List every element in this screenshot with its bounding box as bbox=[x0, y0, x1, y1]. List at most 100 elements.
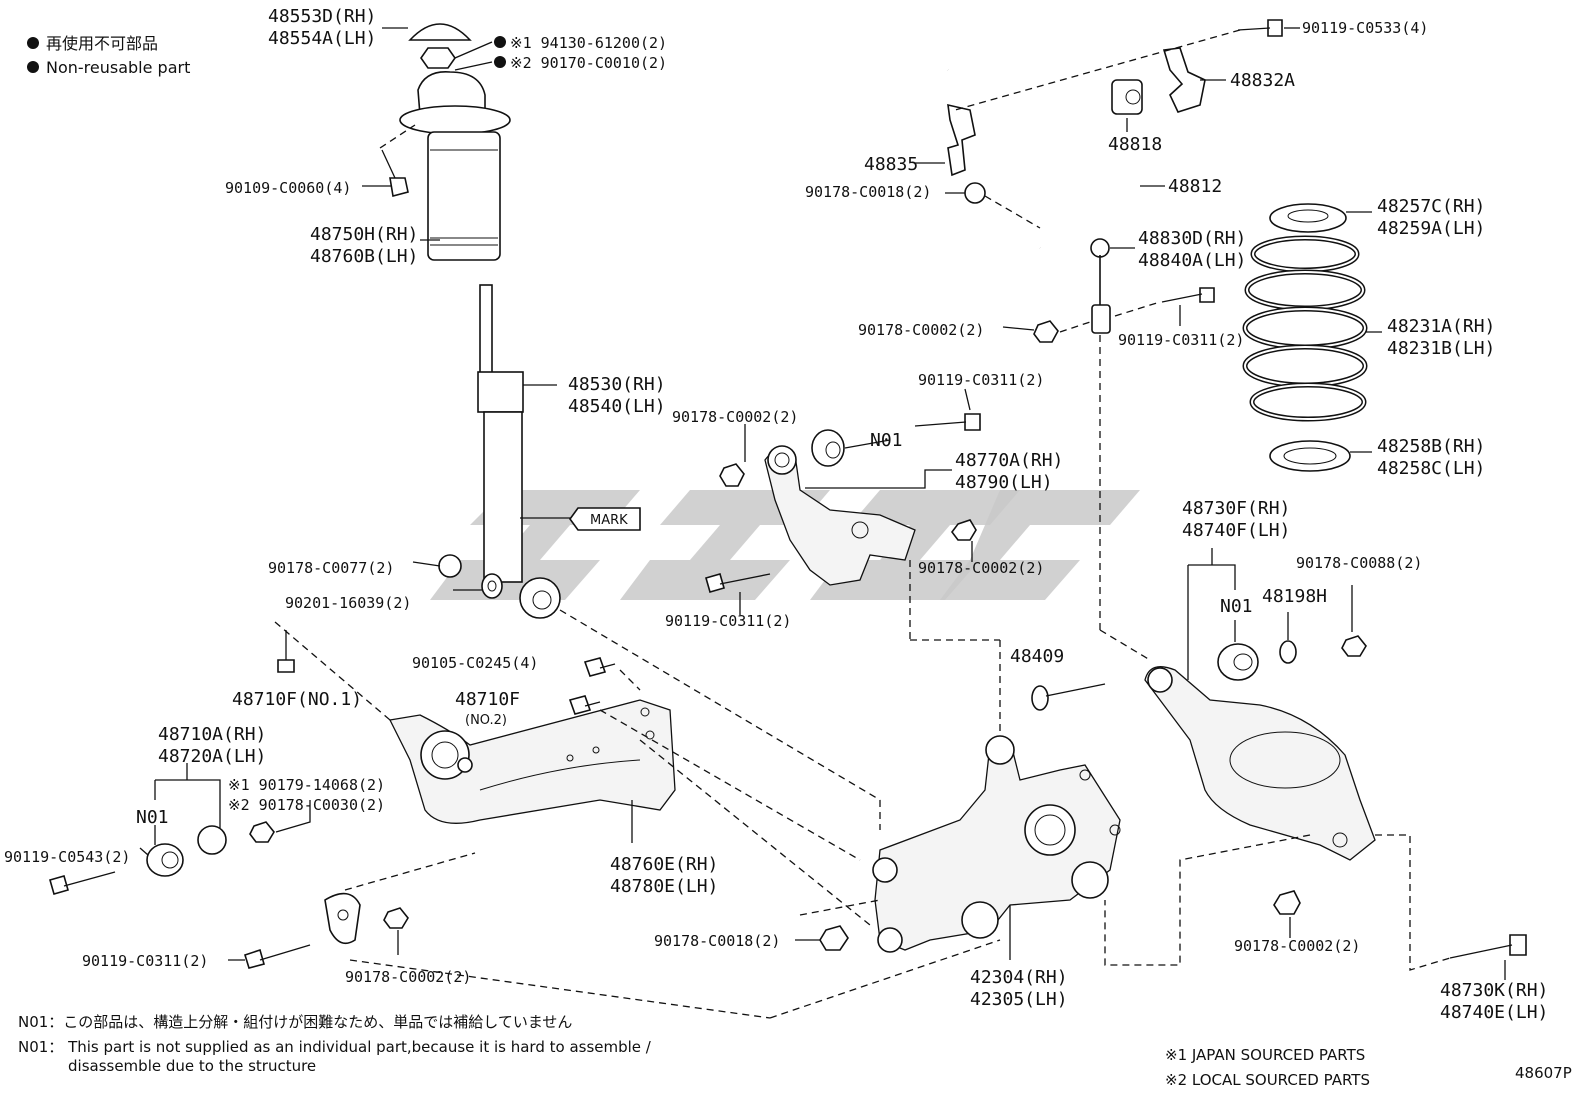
note-n01-en-1: N01： This part is not supplied as an ind… bbox=[18, 1038, 652, 1056]
lower-arm-leaders bbox=[1104, 548, 1506, 980]
lateral-rod-leaders bbox=[139, 763, 633, 961]
note-n01-jp: N01：この部品は、構造上分解・組付けが困難なため、単品では補給していません bbox=[18, 1013, 572, 1031]
non-reusable-dot-icon bbox=[494, 56, 506, 68]
label-90178-c0077: 90178-C0077(2) bbox=[268, 559, 394, 577]
label-48257C: 48257C(RH) bbox=[1377, 196, 1485, 217]
bolt-c0311-d-icon bbox=[1199, 287, 1215, 303]
label-48812: 48812 bbox=[1168, 176, 1222, 197]
bushing-48818-part bbox=[1111, 79, 1143, 115]
upper-support-part bbox=[417, 71, 486, 116]
label-90201: 90201-16039(2) bbox=[285, 594, 411, 612]
lower-insulator-part bbox=[1269, 440, 1351, 472]
label-48730K: 48730K(RH) bbox=[1440, 980, 1548, 1001]
note-local-sourced: ※2 LOCAL SOURCED PARTS bbox=[1165, 1071, 1370, 1089]
label-48710F: 48710F bbox=[455, 689, 520, 710]
legend-en: Non-reusable part bbox=[46, 58, 190, 77]
bolt-48710F-no2-icon bbox=[568, 695, 861, 861]
label-90119-c0311-a: 90119-C0311(2) bbox=[82, 952, 208, 970]
nut-c0088-part bbox=[1341, 635, 1367, 657]
label-48409: 48409 bbox=[1010, 646, 1064, 667]
coil-spring-group bbox=[1242, 203, 1382, 472]
label-90178-c0018-a: 90178-C0018(2) bbox=[654, 932, 780, 950]
nut-c0030-part bbox=[249, 821, 275, 843]
upper-arm-leaders bbox=[739, 388, 973, 615]
label-90178-c0002-c: 90178-C0002(2) bbox=[918, 559, 1044, 577]
strut-assembly bbox=[379, 23, 561, 619]
label-48770A: 48770A(RH) bbox=[955, 450, 1063, 471]
dust-cap-part bbox=[408, 23, 472, 41]
label-48258B: 48258B(RH) bbox=[1377, 436, 1485, 457]
label-48780E: 48780E(LH) bbox=[610, 876, 718, 897]
bolt-c0311-b-icon bbox=[964, 413, 981, 431]
bolt-c0311-c-icon bbox=[705, 573, 725, 593]
label-48720A: 48720A(LH) bbox=[158, 746, 266, 767]
nut-part bbox=[420, 47, 456, 69]
nut-c0077-part bbox=[438, 554, 462, 578]
lateral-rod-48710A bbox=[49, 821, 409, 969]
label-48740F: 48740F(LH) bbox=[1182, 520, 1290, 541]
bolt-48730K-icon bbox=[1509, 934, 1527, 956]
label-90178-c0002-d: 90178-C0002(2) bbox=[858, 321, 984, 339]
label-48553D: 48553D(RH) bbox=[268, 6, 376, 27]
bolt-90109-icon bbox=[379, 124, 416, 197]
label-90178-c0002-a: 90178-C0002(2) bbox=[345, 968, 471, 986]
label-48840A: 48840A(LH) bbox=[1138, 250, 1246, 271]
label-48710A: 48710A(RH) bbox=[158, 724, 266, 745]
note-n01-en-2: disassemble due to the structure bbox=[68, 1057, 316, 1075]
bolt-48409-icon bbox=[1031, 683, 1106, 711]
label-90178-c0002-b: 90178-C0002(2) bbox=[672, 408, 798, 426]
legend-jp: 再使用不可部品 bbox=[46, 34, 158, 53]
label-90119-c0311-c: 90119-C0311(2) bbox=[665, 612, 791, 630]
bolt-48710F-no1-icon bbox=[274, 621, 391, 721]
label-90105: 90105-C0245(4) bbox=[412, 654, 538, 672]
label-290170: ※2 90170-C0010(2) bbox=[510, 54, 667, 72]
bushing-part bbox=[146, 843, 184, 877]
lower-arm-part bbox=[389, 699, 676, 824]
nut-c0002-d-part bbox=[1033, 320, 1059, 343]
shock-top-part bbox=[477, 371, 524, 413]
label-48832A: 48832A bbox=[1230, 70, 1295, 91]
label-48818: 48818 bbox=[1108, 134, 1162, 155]
upper-arm-48770A bbox=[705, 413, 981, 593]
label-48750H: 48750H(RH) bbox=[310, 224, 418, 245]
bolt-c0533-icon bbox=[1267, 19, 1283, 37]
label-90119-c0311-b: 90119-C0311(2) bbox=[918, 371, 1044, 389]
lower-arm-48760E bbox=[389, 699, 676, 824]
lower-arm-body-part bbox=[1144, 666, 1376, 861]
non-reusable-dot-icon bbox=[27, 37, 39, 49]
nut-c0002-b-part bbox=[719, 463, 745, 487]
nut-c0018-a-part bbox=[819, 925, 849, 951]
bolt-c0311-a-icon bbox=[244, 948, 265, 969]
coil-spring-part bbox=[1242, 235, 1368, 422]
label-90178-c0002-e: 90178-C0002(2) bbox=[1234, 937, 1360, 955]
label-290178-c0030: ※2 90178-C0030(2) bbox=[228, 796, 385, 814]
nut-c0018-b-part bbox=[964, 182, 986, 204]
label-48540: 48540(LH) bbox=[568, 396, 666, 417]
label-48554A: 48554A(LH) bbox=[268, 28, 376, 49]
bracket-48835-part bbox=[947, 103, 976, 177]
label-n01-a: N01 bbox=[136, 807, 169, 828]
label-90109: 90109-C0060(4) bbox=[225, 179, 351, 197]
part-labels: 48553D(RH) 48554A(LH) ※1 94130-61200(2) … bbox=[4, 6, 1548, 1023]
label-42304: 42304(RH) bbox=[970, 967, 1068, 988]
label-194130: ※1 94130-61200(2) bbox=[510, 34, 667, 52]
support-plate-part bbox=[399, 105, 511, 135]
label-n01-b: N01 bbox=[870, 430, 903, 451]
non-reusable-dot-icon bbox=[494, 36, 506, 48]
non-reusable-dot-icon bbox=[27, 61, 39, 73]
label-90119-c0533: 90119-C0533(4) bbox=[1302, 19, 1428, 37]
label-48790: 48790(LH) bbox=[955, 472, 1053, 493]
note-japan-sourced: ※1 JAPAN SOURCED PARTS bbox=[1165, 1046, 1365, 1064]
label-90119-c0543: 90119-C0543(2) bbox=[4, 848, 130, 866]
knuckle-leaders bbox=[349, 560, 1011, 1019]
upper-arm-bushing-part bbox=[811, 429, 845, 467]
label-48760B: 48760B(LH) bbox=[310, 246, 418, 267]
label-n01-c: N01 bbox=[1220, 596, 1253, 617]
label-90119-c0311-d: 90119-C0311(2) bbox=[1118, 331, 1244, 349]
strut-leaders bbox=[362, 27, 641, 591]
label-48231A: 48231A(RH) bbox=[1387, 316, 1495, 337]
washer-90201-part bbox=[481, 573, 503, 599]
shock-eye-part bbox=[519, 577, 561, 619]
label-48530: 48530(RH) bbox=[568, 374, 666, 395]
